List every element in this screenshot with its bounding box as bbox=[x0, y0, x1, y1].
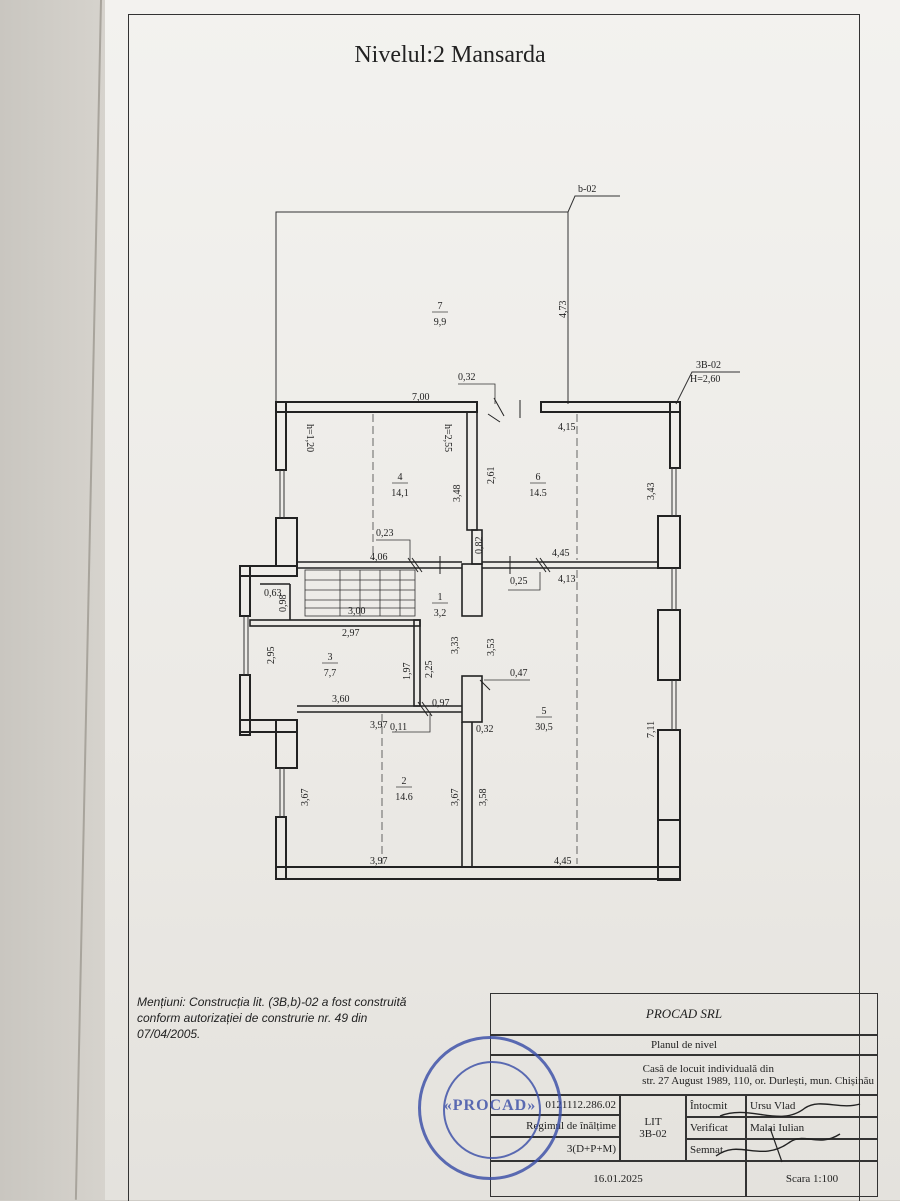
dim-label: 3,53 bbox=[486, 639, 497, 657]
dim-label: 0,25 bbox=[510, 576, 528, 587]
room-area: 14.5 bbox=[529, 488, 547, 499]
dim-label: h=1,20 bbox=[304, 424, 315, 452]
title-block: PROCAD SRL Planul de nivel Casă de locui… bbox=[490, 993, 878, 1200]
tag-b02: b-02 bbox=[578, 184, 596, 195]
plan-title: Nivelul:2 Mansarda bbox=[354, 42, 546, 68]
door-marks bbox=[407, 397, 551, 717]
dim-label: 3,58 bbox=[478, 789, 489, 807]
dim-label: 0,98 bbox=[278, 595, 289, 613]
b3-02-leader bbox=[675, 371, 740, 405]
dim-label: 3,60 bbox=[332, 694, 350, 705]
drawing-frame bbox=[128, 14, 860, 1201]
company-name: PROCAD SRL bbox=[490, 993, 878, 1035]
dim-label: 3,67 bbox=[300, 789, 311, 807]
dim-label: 0,32 bbox=[458, 372, 476, 383]
dim-label: h=2,55 bbox=[442, 424, 453, 452]
dim-label: 3,43 bbox=[646, 483, 657, 501]
dim-label: 0,32 bbox=[476, 724, 494, 735]
note-line: 07/04/2005. bbox=[137, 1027, 201, 1041]
dim-label: 0,82 bbox=[474, 537, 485, 555]
lit-label: LIT bbox=[644, 1116, 662, 1128]
object-line: str. 27 August 1989, 110, or. Durlești, … bbox=[642, 1075, 874, 1087]
lit-value: 3B-02 bbox=[639, 1128, 667, 1140]
person-name: Malai Iulian bbox=[746, 1117, 878, 1139]
room-number: 3 bbox=[328, 652, 333, 663]
room-area: 30,5 bbox=[535, 722, 553, 733]
stamp-text: «PROCAD» bbox=[443, 1097, 537, 1114]
dim-label: 1,97 bbox=[402, 663, 413, 681]
dim-label: 4,73 bbox=[558, 301, 569, 319]
note-line: Mențiuni: Construcția lit. (3B,b)-02 a f… bbox=[137, 995, 407, 1009]
dim-label: 0,23 bbox=[376, 528, 394, 539]
room-number: 2 bbox=[402, 776, 407, 787]
role-label: Întocmit bbox=[686, 1095, 746, 1117]
outer-walls bbox=[239, 401, 681, 881]
dimension-labels: 4,73 0,32 7,00 4,15 h=1,20 h=2,55 3,48 2… bbox=[264, 301, 657, 868]
document-sheet bbox=[105, 0, 900, 1200]
company-stamp: «PROCAD» bbox=[418, 1036, 562, 1180]
dim-label: 3,33 bbox=[450, 637, 461, 655]
b02-leader bbox=[567, 195, 620, 213]
dim-label: 3,67 bbox=[450, 789, 461, 807]
room-number: 5 bbox=[542, 706, 547, 717]
person-name: Ursu Vlad bbox=[746, 1095, 878, 1117]
role-label: Verificat bbox=[686, 1117, 746, 1139]
lit-cell: LIT 3B-02 bbox=[620, 1095, 686, 1161]
dim-label: 3,97 bbox=[370, 856, 388, 867]
room-7-outline bbox=[275, 211, 569, 404]
notes: Mențiuni: Construcția lit. (3B,b)-02 a f… bbox=[137, 994, 487, 1042]
interior-walls bbox=[249, 411, 658, 867]
floor-plan: b-02 3B-02 H=2,60 7 9,9 4 14,1 6 14.5 1 … bbox=[239, 184, 740, 881]
dim-label: 4,45 bbox=[552, 548, 570, 559]
room-number: 1 bbox=[438, 592, 443, 603]
dim-label: 2,95 bbox=[266, 647, 277, 665]
dim-label: 4,45 bbox=[554, 856, 572, 867]
dim-label: 3,48 bbox=[452, 485, 463, 503]
room-area: 7,7 bbox=[324, 668, 337, 679]
signature-marks bbox=[715, 1103, 861, 1163]
dim-label: 2,97 bbox=[342, 628, 360, 639]
object-line: Casă de locuit individuală din bbox=[642, 1063, 774, 1075]
dim-label: 4,06 bbox=[370, 552, 388, 563]
room-area: 9,9 bbox=[434, 317, 447, 328]
room-number: 7 bbox=[438, 301, 443, 312]
note-line: conform autorizației de construrie nr. 4… bbox=[137, 1011, 368, 1025]
room-number: 4 bbox=[398, 472, 403, 483]
dashed-lines bbox=[372, 414, 578, 864]
room-number: 6 bbox=[536, 472, 541, 483]
room-area: 14.6 bbox=[395, 792, 413, 803]
tag-3b02: 3B-02 bbox=[696, 360, 721, 371]
dim-label: 3,97 bbox=[370, 720, 388, 731]
dim-label: 0,63 bbox=[264, 588, 282, 599]
dimension-leaders bbox=[376, 383, 541, 733]
dim-label: 2,25 bbox=[424, 661, 435, 679]
tag-height: H=2,60 bbox=[690, 374, 720, 385]
plan-name: Planul de nivel bbox=[490, 1035, 878, 1055]
room-labels: 7 9,9 4 14,1 6 14.5 1 3,2 3 7,7 5 30,5 2… bbox=[322, 301, 553, 803]
object-description: Casă de locuit individuală din str. 27 A… bbox=[490, 1055, 878, 1095]
dim-label: 3,00 bbox=[348, 606, 366, 617]
dim-label: 0,11 bbox=[390, 722, 407, 733]
dim-label: 0,47 bbox=[510, 668, 528, 679]
stamp-inner-ring bbox=[443, 1061, 541, 1159]
dim-label: 2,61 bbox=[486, 467, 497, 485]
room-area: 14,1 bbox=[391, 488, 409, 499]
dim-label: 7,00 bbox=[412, 392, 430, 403]
scale-cell: Scara 1:100 bbox=[746, 1161, 878, 1197]
stairs bbox=[304, 569, 416, 617]
dim-label: 4,15 bbox=[558, 422, 576, 433]
windows bbox=[243, 468, 677, 817]
dim-label: 7,11 bbox=[646, 721, 657, 738]
dim-label: 4,13 bbox=[558, 574, 576, 585]
room-area: 3,2 bbox=[434, 608, 447, 619]
dim-label: 0,97 bbox=[432, 698, 450, 709]
